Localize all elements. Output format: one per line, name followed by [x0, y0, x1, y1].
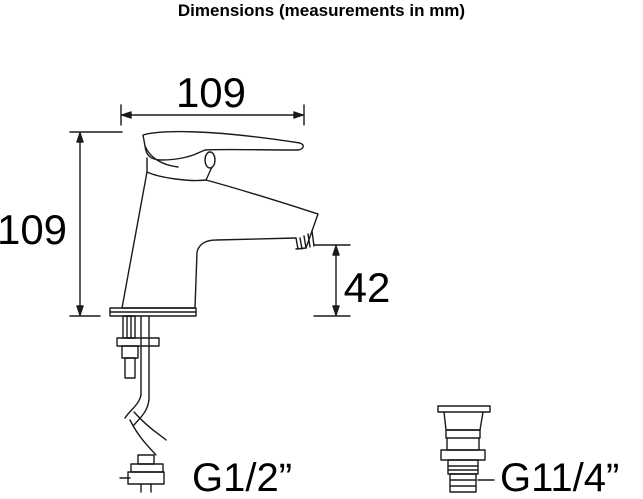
height-dimension-label: 109 — [0, 206, 67, 253]
tap-body — [109, 130, 319, 317]
tap-fixing-assembly — [116, 315, 167, 493]
width-dimension-line — [120, 104, 305, 126]
spout-clearance-label: 42 — [344, 264, 391, 311]
diagram-title: Dimensions (measurements in mm) — [177, 1, 466, 20]
spout-clearance-dimension-line — [313, 244, 351, 317]
tap-thread-label: G1/2” — [192, 456, 292, 499]
width-dimension-label: 109 — [176, 69, 246, 116]
height-dimension-line — [69, 131, 123, 317]
waste-thread-label: G11/4” — [500, 456, 619, 499]
waste-drawing — [437, 405, 495, 493]
